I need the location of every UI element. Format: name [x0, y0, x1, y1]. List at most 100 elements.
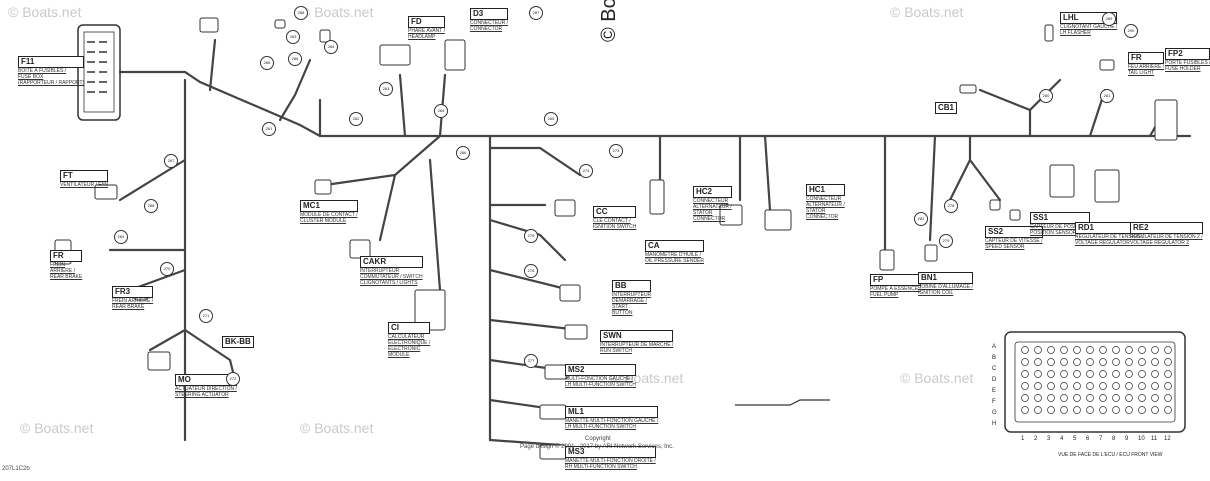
connector-body: [649, 179, 665, 215]
ecu-pin: [1112, 382, 1120, 390]
ecu-pin: [1112, 358, 1120, 366]
connector-caption: PORTE FUSIBLES / FUSE HOLDER: [1165, 60, 1210, 72]
ecu-pin-number: 5: [1073, 436, 1077, 442]
ecu-pin: [1164, 370, 1172, 378]
connector-fuse-holder: FP2 PORTE FUSIBLES / FUSE HOLDER: [1165, 48, 1210, 72]
ecu-pin: [1086, 406, 1094, 414]
ecu-pin: [1125, 394, 1133, 402]
callout-bubble: 275: [524, 229, 538, 243]
ecu-pin-number: 4: [1060, 436, 1064, 442]
connector-code: FR3: [112, 286, 154, 298]
ecu-pin: [1099, 382, 1107, 390]
connector-d3: D3 CONNECTEUR / CONNECTOR: [470, 8, 509, 32]
callout-bubble: 267: [164, 154, 178, 168]
connector-speed-sensor: SS2 CAPTEUR DE VITESSE / SPEED SENSOR: [985, 226, 1043, 250]
connector-caption: CONNECTEUR ALTERNATEUR / STATOR CONNECTO…: [693, 198, 732, 222]
connector-code: CB1: [935, 102, 958, 114]
connector-caption: POMPE À ESSENCE / FUEL PUMP: [870, 286, 921, 298]
ecu-pin: [1060, 406, 1068, 414]
ecu-row-letter: B: [992, 355, 997, 361]
ecu-pin: [1060, 358, 1068, 366]
connector-body: [554, 199, 576, 217]
connector-code: FP2: [1165, 48, 1210, 60]
ecu-pin: [1125, 346, 1133, 354]
connector-code: SS2: [985, 226, 1043, 238]
connector-code: SWN: [600, 330, 674, 342]
connector-caption: VENTILATEUR / FAN: [60, 182, 108, 188]
callout-bubble: 286: [288, 52, 302, 66]
watermark: © Boats.net: [890, 4, 964, 20]
ecu-row-letter: E: [992, 388, 997, 394]
connector-code: FR: [50, 250, 83, 262]
footer-drawing-code: 207L1C2b: [2, 466, 30, 472]
ecu-pin: [1151, 370, 1159, 378]
connector-lh-multifunction: MS2 MULTI-FONCTION GAUCHE / LH MULTI-FUN…: [565, 364, 637, 388]
ecu-pin: [1073, 370, 1081, 378]
ecu-pin: [1125, 358, 1133, 366]
footer-copyright: Copyright: [585, 436, 611, 442]
callout-bubble: 262: [349, 112, 363, 126]
callout-bubble: 271: [199, 309, 213, 323]
ecu-pin-number: 9: [1125, 436, 1129, 442]
connector-code: MS2: [565, 364, 637, 376]
ecu-pin: [1151, 406, 1159, 414]
ecu-row-letter: G: [992, 410, 997, 416]
ecu-pin: [1073, 358, 1081, 366]
ecu-pin: [1125, 382, 1133, 390]
watermark: © Boats.net: [8, 4, 82, 20]
callout-bubble: 261: [262, 122, 276, 136]
ecu-pin: [1112, 346, 1120, 354]
main-trunk: [108, 38, 1192, 447]
ecu-pin: [1125, 370, 1133, 378]
callout-bubble: 282: [914, 212, 928, 226]
ecu-pin: [1138, 346, 1146, 354]
ecu-pin: [1034, 346, 1042, 354]
connector-bodies: [54, 17, 1178, 460]
connector-caption: MANETTE MULTI-FONCTION GAUCHE / LH MULTI…: [565, 418, 659, 430]
connector-caption: FREIN ARRIÈRE / REAR BRAKE: [112, 298, 154, 310]
ecu-pin: [1151, 358, 1159, 366]
connector-code: CAKR: [360, 256, 423, 268]
ecu-pin: [1125, 406, 1133, 414]
ecu-pin: [1034, 394, 1042, 402]
connector-headlamp: FD PHARE AVANT / HEADLAMP: [408, 16, 445, 40]
ecu-pin: [1151, 346, 1159, 354]
callout-bubble: 273: [609, 144, 623, 158]
connector-caption: CONNECTEUR / CONNECTOR: [470, 20, 509, 32]
connector-caption: PHARE AVANT / HEADLAMP: [408, 28, 445, 40]
callout-bubble: 281: [1100, 89, 1114, 103]
connector-code: FP: [870, 274, 921, 286]
ecu-pin: [1138, 358, 1146, 366]
connector-code: CC: [593, 206, 637, 218]
ecu-pin: [1086, 394, 1094, 402]
connector-fuse-box: F11 BOÎTE À FUSIBLES / FUSE BOX (RAPPORT…: [18, 56, 85, 86]
ecu-pin: [1047, 370, 1055, 378]
ecu-connector-detail: [735, 331, 1186, 433]
connector-caption: BOBINE D'ALLUMAGE / IGNITION COIL: [918, 284, 973, 296]
connector-caption: MANETTE MULTI-FONCTION DROITE / RH MULTI…: [565, 458, 656, 470]
connector-body: [444, 39, 466, 71]
callout-bubble: 277: [524, 354, 538, 368]
footer-page-line: Page design © 2001 - 2017 by ARI Network…: [520, 444, 674, 450]
connector-stator-2: HC2 CONNECTEUR ALTERNATEUR / STATOR CONN…: [693, 186, 732, 222]
connector-code: HC1: [806, 184, 845, 196]
ecu-pin: [1151, 394, 1159, 402]
ecu-pin: [1034, 358, 1042, 366]
ecu-pin: [1164, 382, 1172, 390]
callout-bubble: 263: [379, 82, 393, 96]
ecu-pin: [1164, 358, 1172, 366]
connector-code: FD: [408, 16, 445, 28]
connector-caption: CAPTEUR DE VITESSE / SPEED SENSOR: [985, 238, 1043, 250]
callout-bubble: 289: [1102, 12, 1116, 26]
connector-caption: CONNECTEUR ALTERNATEUR / STATOR CONNECTO…: [806, 196, 845, 220]
ecu-pin: [1021, 382, 1029, 390]
callout-bubble: 287: [529, 6, 543, 20]
callout-bubble: 284: [324, 40, 338, 54]
callout-bubble: 272: [226, 372, 240, 386]
connector-bk-bb: BK-BB: [222, 336, 254, 348]
connector-body: [1094, 169, 1120, 203]
connector-code: HC2: [693, 186, 732, 198]
connector-body: [544, 364, 568, 380]
connector-body: [1049, 164, 1075, 198]
ecu-pin: [1034, 382, 1042, 390]
